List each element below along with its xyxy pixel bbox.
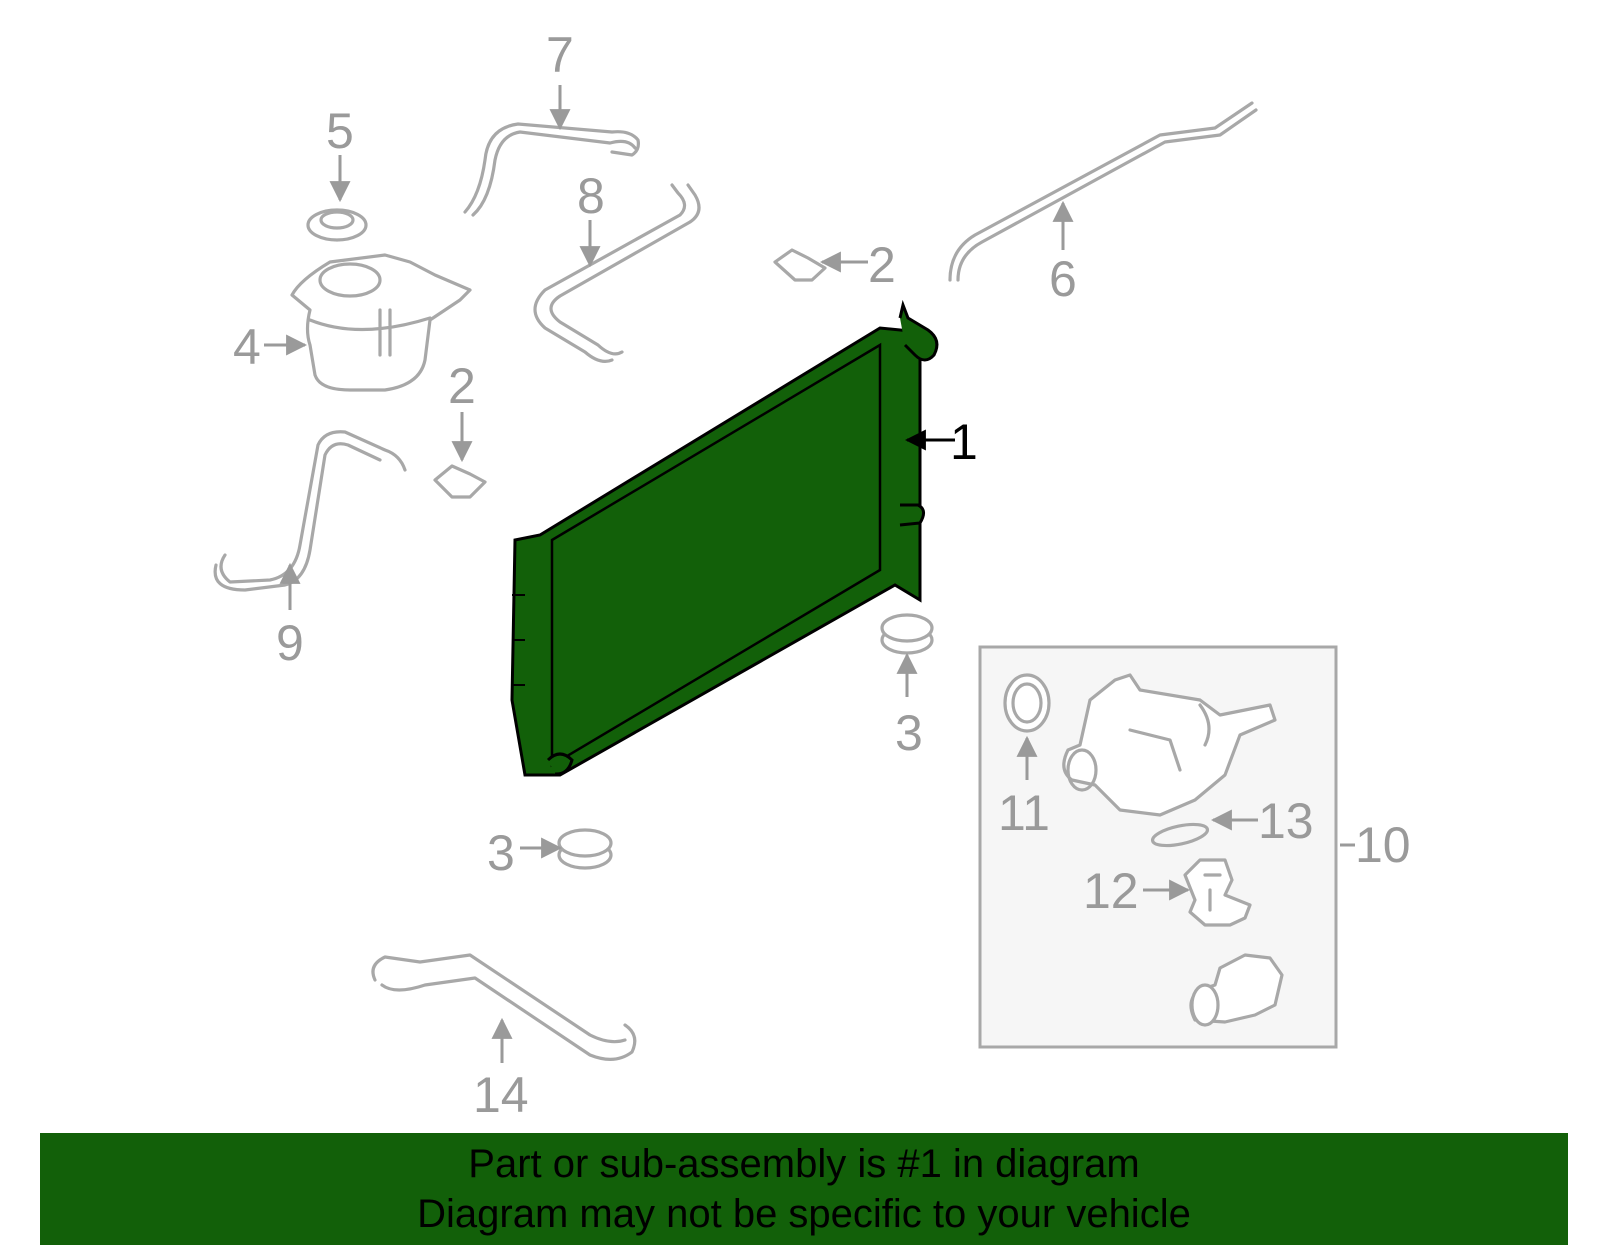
- callout-5: 5: [326, 103, 354, 159]
- grommet-part-3-right[interactable]: [880, 613, 934, 655]
- hose-part-14[interactable]: [371, 953, 637, 1061]
- info-banner: Part or sub-assembly is #1 in diagram Di…: [40, 1133, 1568, 1245]
- outlet-fitting[interactable]: [1189, 953, 1284, 1027]
- clip-part-2-upper[interactable]: [773, 248, 827, 282]
- banner-line-1: Part or sub-assembly is #1 in diagram: [468, 1142, 1140, 1186]
- callout-11: 11: [998, 785, 1050, 841]
- callout-12: 12: [1083, 863, 1139, 919]
- tube-part-6[interactable]: [948, 101, 1258, 282]
- callout-6: 6: [1049, 251, 1077, 307]
- callout-9: 9: [276, 615, 304, 671]
- thermostat-part-12[interactable]: [1183, 858, 1252, 927]
- hose-part-8[interactable]: [533, 183, 701, 363]
- seal-ring-part-11[interactable]: [1003, 673, 1051, 733]
- callout-2-lower: 2: [448, 358, 476, 414]
- grommet-part-3-bottom[interactable]: [557, 828, 613, 870]
- callout-2-upper: 2: [868, 237, 896, 293]
- parts-diagram: 1 2 2 3 3 4 5 6 7 8 9 10 11 12 13 14: [213, 27, 1411, 1123]
- callout-4: 4: [233, 319, 261, 375]
- clip-part-2-lower[interactable]: [433, 464, 487, 499]
- callout-13: 13: [1258, 793, 1314, 849]
- cap-part-5[interactable]: [306, 208, 368, 242]
- callout-10: 10: [1355, 817, 1411, 873]
- callout-7: 7: [546, 27, 574, 83]
- callout-3-right: 3: [895, 705, 923, 761]
- thermostat-housing-part-10[interactable]: [1062, 673, 1277, 817]
- radiator-part-1[interactable]: [510, 299, 939, 777]
- callout-3-bottom: 3: [487, 825, 515, 881]
- hose-part-7[interactable]: [463, 122, 640, 217]
- reservoir-part-4[interactable]: [290, 253, 472, 392]
- banner-line-2: Diagram may not be specific to your vehi…: [417, 1192, 1191, 1236]
- callout-1: 1: [950, 414, 978, 470]
- callout-14: 14: [473, 1067, 529, 1123]
- callout-8: 8: [577, 168, 605, 224]
- hose-part-9[interactable]: [213, 430, 407, 592]
- o-ring-part-13[interactable]: [1150, 820, 1210, 849]
